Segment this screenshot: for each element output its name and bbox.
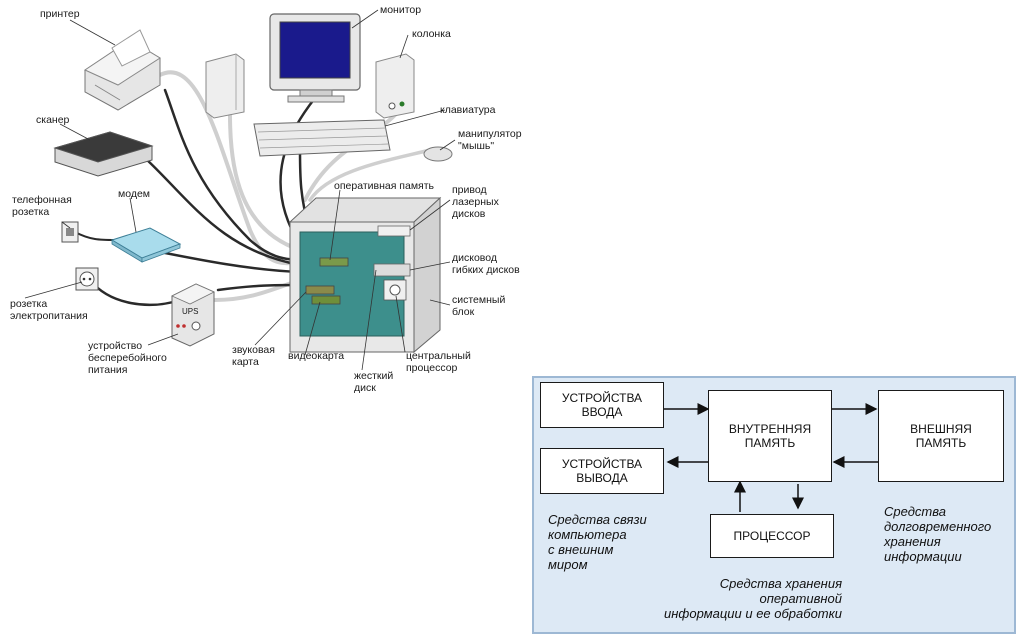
label-monitor: монитор bbox=[380, 4, 422, 16]
phone-socket-icon bbox=[61, 221, 79, 243]
label-cpu: центральный процессор bbox=[406, 350, 471, 374]
label-ups-device: устройство бесперебойного питания bbox=[88, 340, 167, 376]
diagram-arrows bbox=[664, 403, 878, 512]
label-sound-card: звуковая карта bbox=[232, 344, 275, 368]
leader-lines bbox=[24, 9, 456, 371]
label-phone-socket: телефонная розетка bbox=[12, 194, 72, 218]
box-input-devices: УСТРОЙСТВА ВВОДА bbox=[540, 382, 664, 428]
caption-operative-storage: Средства хранения оперативной информации… bbox=[664, 576, 843, 621]
power-socket-icon bbox=[75, 267, 99, 291]
keyboard-icon bbox=[253, 119, 391, 157]
label-power-socket: розетка электропитания bbox=[10, 298, 88, 322]
label-ram: оперативная память bbox=[334, 180, 435, 192]
ups-icon bbox=[171, 283, 215, 347]
label-speaker: колонка bbox=[412, 28, 451, 40]
label-hard-disk: жесткий диск bbox=[354, 370, 394, 394]
label-mouse: манипулятор "мышь" bbox=[458, 128, 522, 152]
printer-icon bbox=[83, 29, 161, 111]
label-cd-drive: привод лазерных дисков bbox=[452, 184, 499, 220]
label-floppy-drive: дисковод гибких дисков bbox=[452, 252, 520, 276]
label-keyboard: клавиатура bbox=[440, 104, 496, 116]
computer-structure-diagram: УСТРОЙСТВА ВВОДА УСТРОЙСТВА ВЫВОДА ВНУТР… bbox=[532, 376, 1016, 634]
monitor-icon bbox=[269, 13, 361, 103]
label-modem: модем bbox=[118, 188, 151, 200]
speaker-left-icon bbox=[205, 53, 245, 119]
label-system-unit: системный блок bbox=[452, 294, 506, 318]
scanner-icon bbox=[53, 131, 154, 177]
modem-icon bbox=[110, 227, 182, 263]
hardware-illustration bbox=[24, 9, 456, 371]
caption-long-term-storage: Средства долговременного хранения информ… bbox=[884, 504, 992, 564]
label-ups-text: UPS bbox=[182, 307, 199, 316]
box-output-devices: УСТРОЙСТВА ВЫВОДА bbox=[540, 448, 664, 494]
speaker-right-icon bbox=[375, 53, 415, 119]
label-printer: принтер bbox=[40, 8, 80, 20]
mouse-icon bbox=[423, 146, 453, 162]
box-external-memory: ВНЕШНЯЯ ПАМЯТЬ bbox=[878, 390, 1004, 482]
box-internal-memory: ВНУТРЕННЯЯ ПАМЯТЬ bbox=[708, 390, 832, 482]
box-processor: ПРОЦЕССОР bbox=[710, 514, 834, 558]
caption-io-means: Средства связи компьютера с внешним миро… bbox=[548, 512, 647, 572]
label-scanner: сканер bbox=[36, 114, 70, 126]
system-unit-icon bbox=[288, 196, 442, 354]
label-video-card: видеокарта bbox=[288, 350, 345, 362]
